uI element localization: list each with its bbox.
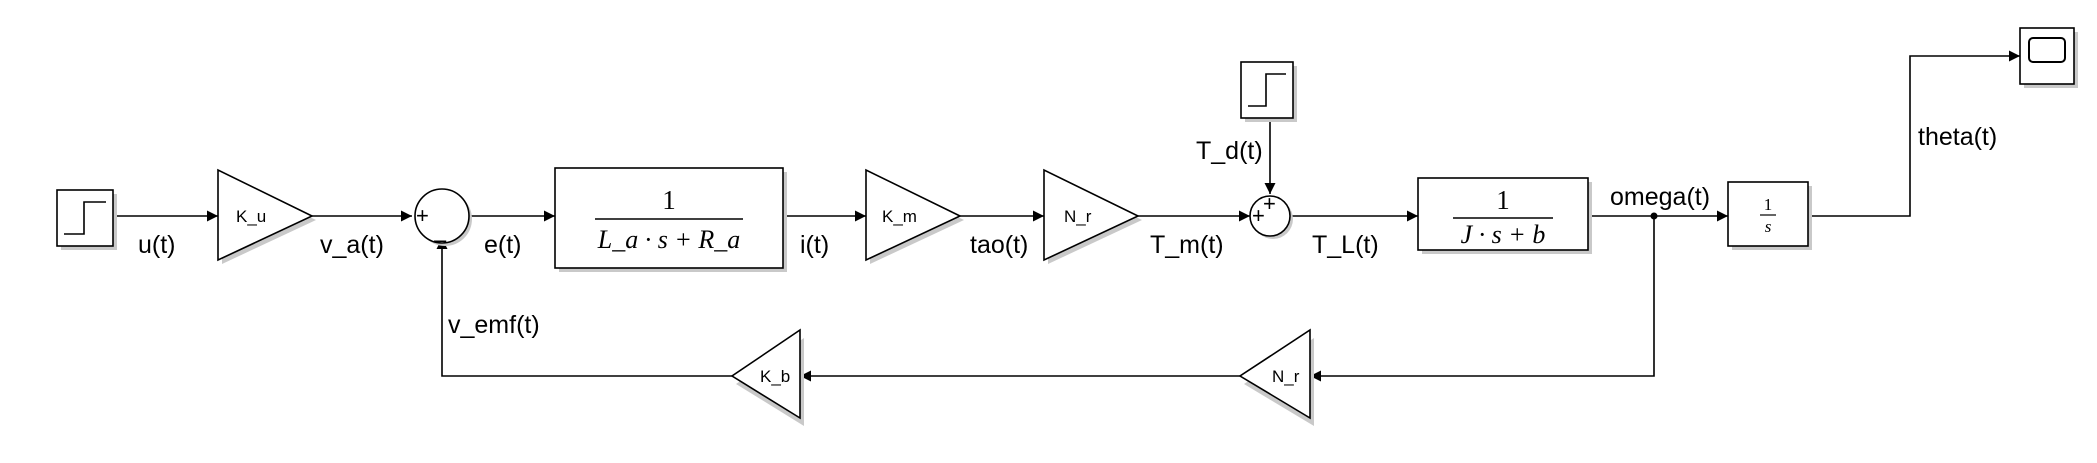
sum-torque-plus-left: + [1252,203,1265,228]
wire-omega-feedback [1310,216,1655,382]
sum-error[interactable]: + – [414,188,472,252]
gain-n-r-feedback[interactable]: N_r [1238,328,1314,426]
tf-mechanical-numerator: 1 [1496,185,1510,215]
step-disturbance[interactable] [1240,61,1297,122]
step-disturbance-icon [1248,73,1286,107]
tf-electrical-numerator: 1 [662,185,676,215]
tf-mechanical[interactable]: 1 J · s + b [1417,177,1592,254]
gain-k-m-label: K_m [882,207,917,226]
label-t-d: T_d(t) [1196,137,1263,165]
step-source-icon [64,201,106,235]
gain-k-u-label: K_u [236,207,266,226]
gain-n-r-forward-label: N_r [1064,207,1092,226]
gain-k-b[interactable]: K_b [730,328,804,426]
sum-error-plus: + [416,203,429,228]
tf-electrical[interactable]: 1 L_a · s + R_a [554,167,787,272]
gain-k-b-label: K_b [760,367,790,386]
label-t-l: T_L(t) [1312,231,1379,259]
integrator-numerator: 1 [1764,195,1773,214]
tf-electrical-denominator: L_a · s + R_a [597,225,741,254]
integrator-block[interactable]: 1 s [1727,181,1812,250]
scope-block[interactable] [2019,27,2078,88]
label-i: i(t) [800,231,829,259]
tf-mechanical-denominator: J · s + b [1461,220,1546,249]
signal-wires [114,50,2020,382]
sum-torque[interactable]: + + [1249,191,1293,239]
gain-n-r-feedback-label: N_r [1272,367,1300,386]
wire-theta [1808,50,2020,217]
gain-k-u[interactable]: K_u [217,168,316,264]
label-v-a: v_a(t) [320,231,384,259]
label-omega: omega(t) [1610,183,1710,211]
sum-error-minus: – [434,227,447,252]
scope-icon [2028,37,2066,63]
wire-v-emf [436,238,732,377]
label-t-m: T_m(t) [1150,231,1224,259]
label-v-emf: v_emf(t) [448,311,540,339]
label-tao: tao(t) [970,231,1028,259]
label-u: u(t) [138,231,176,259]
label-theta: theta(t) [1918,123,1997,151]
branch-point [1650,212,1658,220]
gain-k-m[interactable]: K_m [865,168,964,264]
integrator-denominator: s [1765,217,1772,236]
label-e: e(t) [484,231,522,259]
signal-labels: u(t) v_a(t) e(t) i(t) tao(t) T_m(t) T_d(… [138,123,1997,339]
step-source[interactable] [56,189,117,250]
gain-n-r-forward[interactable]: N_r [1043,168,1142,264]
sum-torque-plus-top: + [1263,191,1276,216]
